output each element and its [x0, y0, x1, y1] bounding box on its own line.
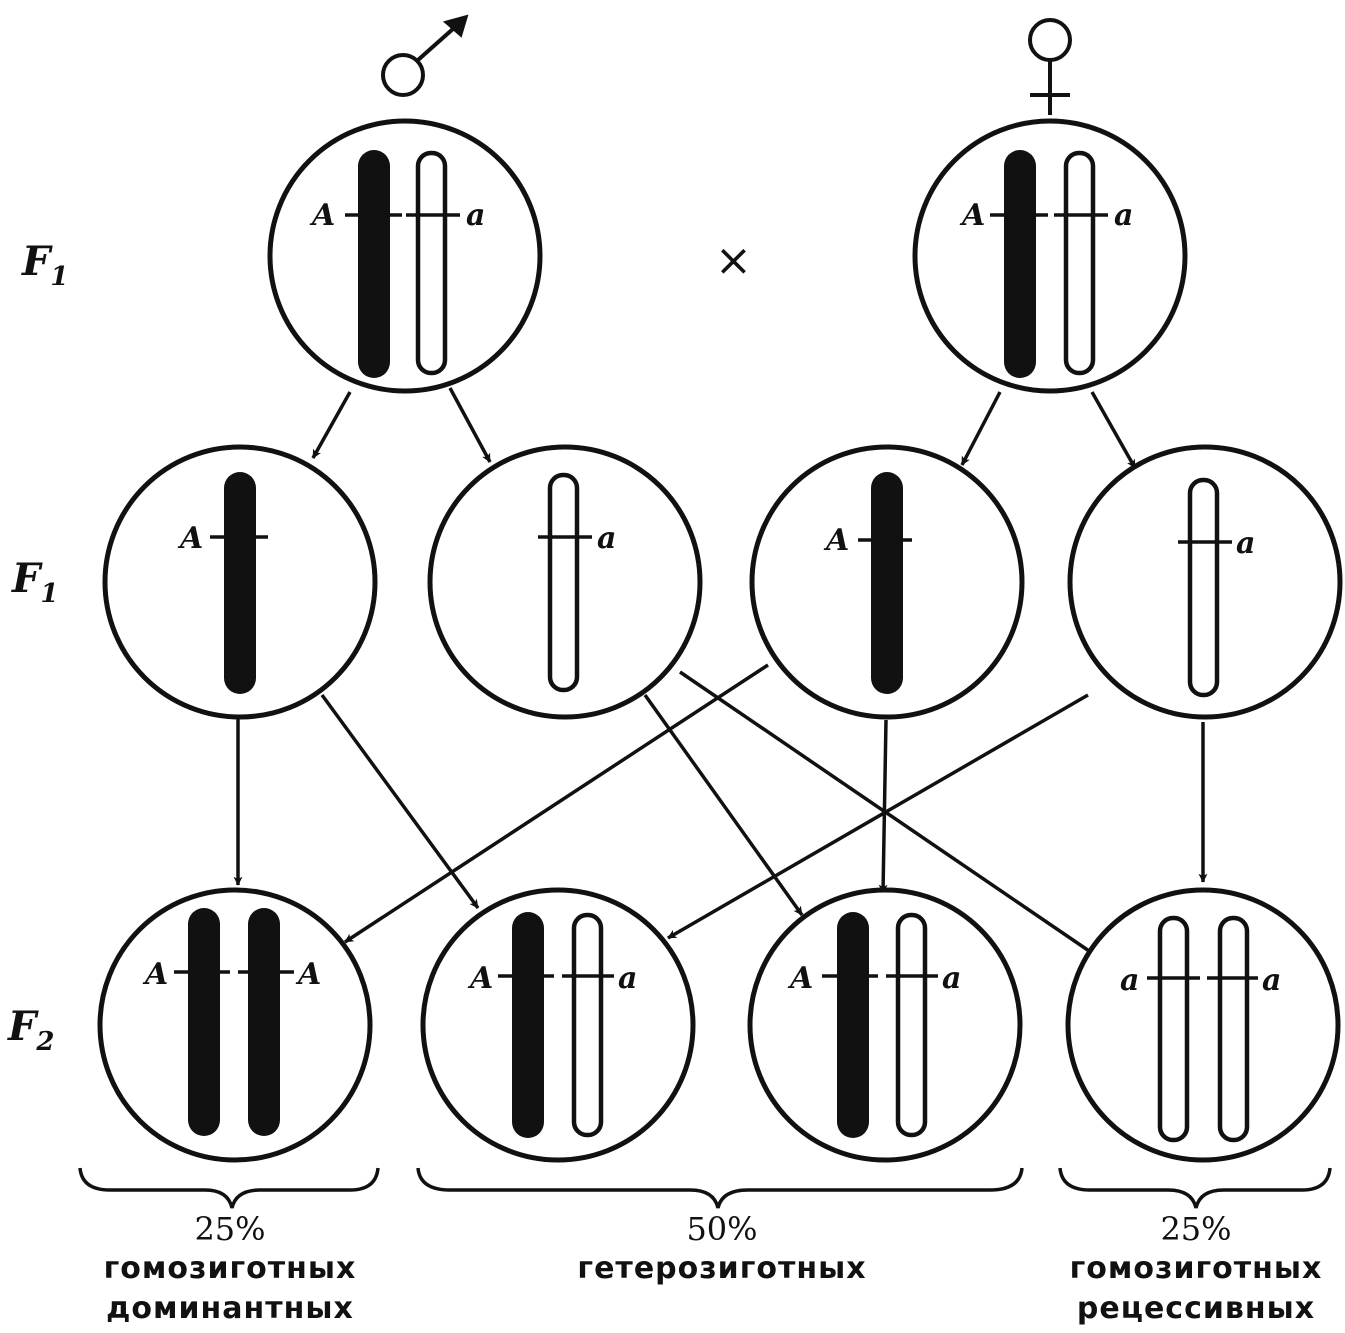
dominant-chromosome	[248, 908, 280, 1136]
parent-to-gamete-arrows	[311, 387, 1137, 469]
recessive-chromosome	[1217, 915, 1250, 1143]
allele-label: A	[823, 523, 849, 558]
group-caption-line1: гомозиготных	[1070, 1251, 1323, 1286]
dominant-chromosome	[358, 150, 390, 378]
gamete-to-offspring-arrows	[233, 663, 1208, 957]
allele-label: A	[142, 957, 168, 992]
allele-label: A	[959, 198, 985, 233]
arrow	[679, 670, 1096, 957]
offspring-row-label: F2	[7, 1003, 55, 1057]
cell-outline	[912, 118, 1188, 394]
dominant-chromosome	[871, 472, 903, 694]
recessive-chromosome	[1187, 477, 1220, 698]
gamete-cell: A	[749, 444, 1025, 720]
dominant-chromosome	[512, 912, 544, 1138]
dominant-chromosome	[837, 912, 869, 1138]
group-caption-line1: гетерозиготных	[577, 1251, 866, 1286]
group-caption-line1: гомозиготных	[104, 1251, 357, 1286]
group-caption-line2: доминантных	[106, 1291, 354, 1326]
recessive-chromosome	[415, 150, 448, 376]
group-caption-line2: рецессивных	[1077, 1291, 1315, 1326]
allele-label: A	[787, 961, 813, 996]
recessive-chromosome	[1157, 915, 1190, 1143]
parents-row-label: F1	[21, 238, 69, 292]
gamete-cell: a	[427, 444, 703, 720]
group-percent: 25%	[1160, 1210, 1231, 1248]
arrow	[1090, 391, 1137, 469]
group-percent: 25%	[194, 1210, 265, 1248]
cell-outline	[97, 887, 373, 1163]
cross-symbol: ×	[715, 235, 752, 286]
offspring-cell-Aa: A a	[747, 887, 1023, 1163]
dominant-chromosome	[224, 472, 256, 694]
brace-homozygous-dominant	[78, 1167, 380, 1209]
parent-cell-female: A a	[912, 118, 1188, 394]
cell-outline	[1065, 887, 1341, 1163]
recessive-chromosome	[571, 912, 604, 1138]
dominant-chromosome	[1004, 150, 1036, 378]
offspring-cell-Aa: A a	[420, 887, 696, 1163]
male-symbol	[381, 14, 469, 97]
brace-homozygous-recessive	[1058, 1167, 1332, 1209]
arrow	[960, 391, 1002, 466]
arrow	[448, 387, 492, 463]
allele-label: A	[309, 198, 335, 233]
allele-label: a	[597, 521, 616, 556]
gamete-cell: A	[102, 444, 378, 720]
arrow	[878, 719, 888, 894]
allele-label: a	[1262, 963, 1281, 998]
arrow	[311, 391, 352, 459]
allele-label: a	[466, 198, 485, 233]
allele-label: A	[467, 961, 493, 996]
arrow	[320, 693, 480, 910]
offspring-cell-AA: A A	[97, 887, 373, 1163]
cell-outline	[267, 118, 543, 394]
arrow	[344, 663, 769, 944]
parent-cell-male: A a	[267, 118, 543, 394]
allele-label: a	[942, 961, 961, 996]
allele-label: a	[1236, 526, 1255, 561]
allele-label: A	[295, 957, 321, 992]
brace-heterozygous	[416, 1167, 1024, 1209]
recessive-chromosome	[895, 912, 928, 1138]
arrow	[643, 693, 804, 917]
cell-outline	[420, 887, 696, 1163]
allele-label: A	[177, 521, 203, 556]
group-percent: 50%	[686, 1210, 757, 1248]
female-symbol	[1028, 18, 1072, 115]
offspring-cell-aa: a a	[1065, 887, 1341, 1163]
allele-label: a	[618, 961, 637, 996]
allele-label: a	[1114, 198, 1133, 233]
dominant-chromosome	[188, 908, 220, 1136]
arrow	[667, 693, 1089, 940]
allele-label: a	[1120, 963, 1139, 998]
cell-outline	[747, 887, 1023, 1163]
gamete-cell: a	[1067, 444, 1343, 720]
gametes-row-label: F1	[11, 555, 59, 609]
recessive-chromosome	[547, 472, 580, 693]
recessive-chromosome	[1063, 150, 1096, 376]
